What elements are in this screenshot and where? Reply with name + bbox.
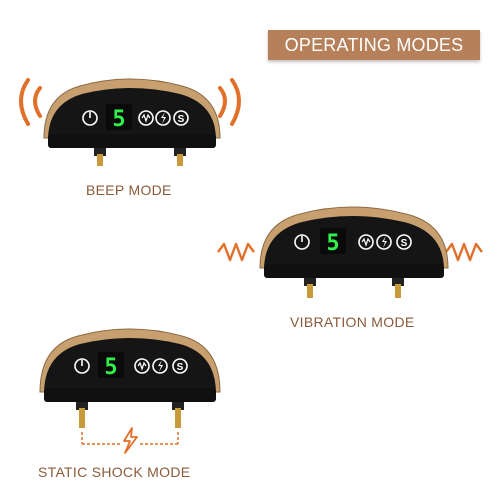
- digit-display: [98, 352, 124, 378]
- device-static-shock: 5 S: [26, 306, 256, 466]
- display-digit: 5: [112, 107, 125, 132]
- lightning-bolt-icon: [81, 427, 179, 454]
- vibration-button-icon[interactable]: [134, 358, 150, 374]
- shock-button-icon[interactable]: [155, 110, 171, 126]
- vibration-zigzag-icon: [217, 242, 483, 262]
- static-shock-mode-label: STATIC SHOCK MODE: [38, 464, 191, 480]
- display-digit: 5: [104, 355, 117, 380]
- svg-text:S: S: [401, 238, 408, 249]
- contact-probes: [304, 278, 404, 298]
- power-icon[interactable]: [82, 110, 98, 126]
- svg-text:S: S: [177, 362, 184, 373]
- vibration-button-icon[interactable]: [138, 110, 154, 126]
- vibration-mode-label: VIBRATION MODE: [290, 314, 415, 330]
- vibration-button-icon[interactable]: [358, 234, 374, 250]
- svg-text:S: S: [178, 114, 185, 125]
- device-vibration: 5 S: [216, 194, 486, 314]
- digit-display: [320, 228, 346, 254]
- sound-button-icon[interactable]: S: [396, 234, 412, 250]
- power-icon[interactable]: [294, 234, 310, 250]
- beep-mode-label: BEEP MODE: [86, 182, 172, 198]
- shock-button-icon[interactable]: [152, 358, 168, 374]
- display-digit: 5: [326, 231, 339, 256]
- contact-probes: [76, 402, 184, 428]
- beep-sound-wave-icon: [19, 78, 241, 126]
- shock-button-icon[interactable]: [376, 234, 392, 250]
- sound-button-icon[interactable]: S: [172, 358, 188, 374]
- digit-display: [106, 104, 132, 130]
- device-beep: 5 S: [19, 60, 250, 180]
- power-icon[interactable]: [74, 358, 90, 374]
- sound-button-icon[interactable]: S: [173, 110, 189, 126]
- operating-modes-title: OPERATING MODES: [268, 30, 480, 60]
- contact-probes: [94, 148, 186, 166]
